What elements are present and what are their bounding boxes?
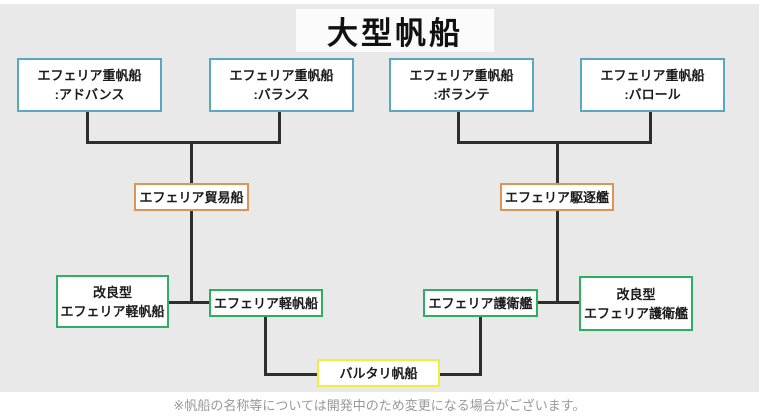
page-title: 大型帆船 <box>327 16 463 51</box>
node-label: バルタリ帆船 <box>339 365 418 381</box>
node-epheria-carrack-valor: エフェリア重帆船 :バロール <box>580 58 725 112</box>
connector-line <box>278 112 281 144</box>
node-label: エフェリア護衛艦 <box>583 305 688 321</box>
footer-band: ※帆船の名称等については開発中のため変更になる場合がございます。 <box>0 392 759 417</box>
node-label: 改良型 <box>616 286 656 302</box>
connector-line <box>264 373 317 376</box>
top-white-strip <box>0 0 759 4</box>
node-label: :バランス <box>253 87 310 102</box>
connector-line <box>169 301 209 304</box>
node-label: エフェリア護衛艦 <box>428 295 533 311</box>
node-epheria-destroyer: エフェリア駆逐艦 <box>500 183 614 211</box>
node-label: エフェリア重帆船 <box>600 68 705 83</box>
node-epheria-carrack-volante: エフェリア重帆船 :ボランテ <box>389 58 534 112</box>
node-epheria-carrack-advance: エフェリア重帆船 :アドバンス <box>17 58 162 112</box>
connector-line <box>190 211 193 304</box>
title-band: 大型帆船 <box>296 9 494 52</box>
node-bartali-sailboat: バルタリ帆船 <box>317 359 440 387</box>
node-label: :アドバンス <box>54 87 125 102</box>
connector-line <box>457 112 460 144</box>
node-label: :バロール <box>624 87 681 102</box>
connector-line <box>190 141 193 183</box>
node-epheria-frigate: エフェリア護衛艦 <box>423 289 538 317</box>
connector-line <box>86 141 281 144</box>
connector-line <box>86 112 89 144</box>
node-epheria-sailboat: エフェリア軽帆船 <box>209 289 323 317</box>
node-label: エフェリア重帆船 <box>229 68 334 83</box>
connector-line <box>538 301 579 304</box>
node-epheria-carrack-balance: エフェリア重帆船 :バランス <box>209 58 354 112</box>
footer-note: ※帆船の名称等については開発中のため変更になる場合がございます。 <box>173 398 586 413</box>
node-label: エフェリア重帆船 <box>409 68 514 83</box>
node-improved-epheria-sailboat: 改良型 エフェリア軽帆船 <box>56 275 169 328</box>
node-label: 改良型 <box>92 284 132 300</box>
connector-line <box>556 141 559 183</box>
connector-line <box>649 112 652 144</box>
node-epheria-trade-ship: エフェリア貿易船 <box>134 183 249 211</box>
connector-line <box>457 141 652 144</box>
connector-line <box>264 317 267 376</box>
node-label: エフェリア軽帆船 <box>60 303 165 319</box>
node-label: エフェリア駆逐艦 <box>504 189 609 205</box>
connector-line <box>479 317 482 376</box>
connector-line <box>440 373 482 376</box>
connector-line <box>556 211 559 304</box>
node-label: エフェリア貿易船 <box>139 189 244 205</box>
node-label: :ボランテ <box>433 87 490 102</box>
node-label: エフェリア軽帆船 <box>213 295 318 311</box>
node-label: エフェリア重帆船 <box>37 68 142 83</box>
node-improved-epheria-frigate: 改良型 エフェリア護衛艦 <box>579 276 693 331</box>
